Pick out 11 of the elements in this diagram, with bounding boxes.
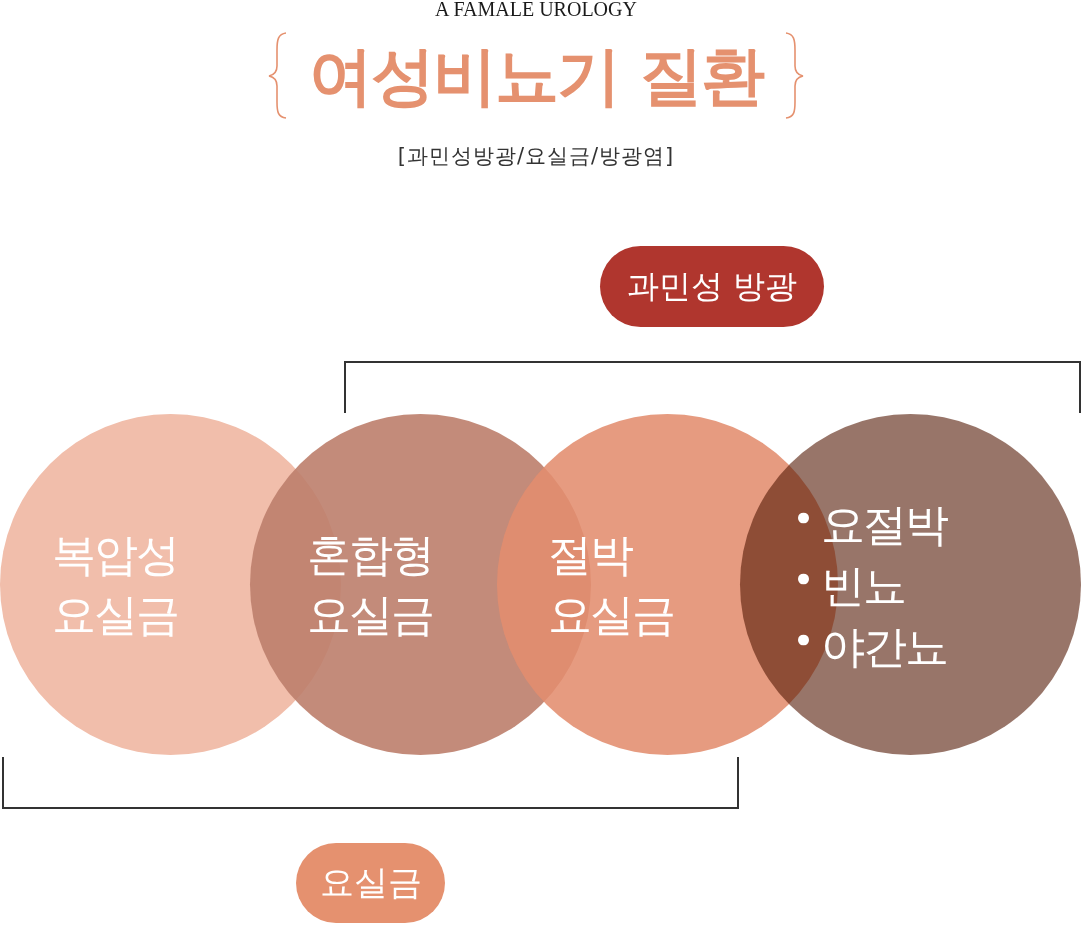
subtitle: [과민성방광/요실금/방광염] (397, 143, 675, 169)
list-item: 야간뇨 (821, 619, 947, 673)
circle-label: 복압성 요실금 (52, 527, 178, 642)
list-item: 빈뇨 (821, 558, 905, 612)
kicker-text: A FAMALE UROLOGY (435, 0, 637, 19)
circle-label: 절박 요실금 (548, 527, 674, 642)
title: 여성비뇨기 질환 (308, 38, 764, 114)
circle-label: 혼합형 요실금 (307, 527, 433, 642)
category-pill: 요실금 (296, 843, 445, 923)
category-pill: 과민성 방광 (600, 246, 824, 327)
list-item: 요절박 (821, 497, 947, 551)
